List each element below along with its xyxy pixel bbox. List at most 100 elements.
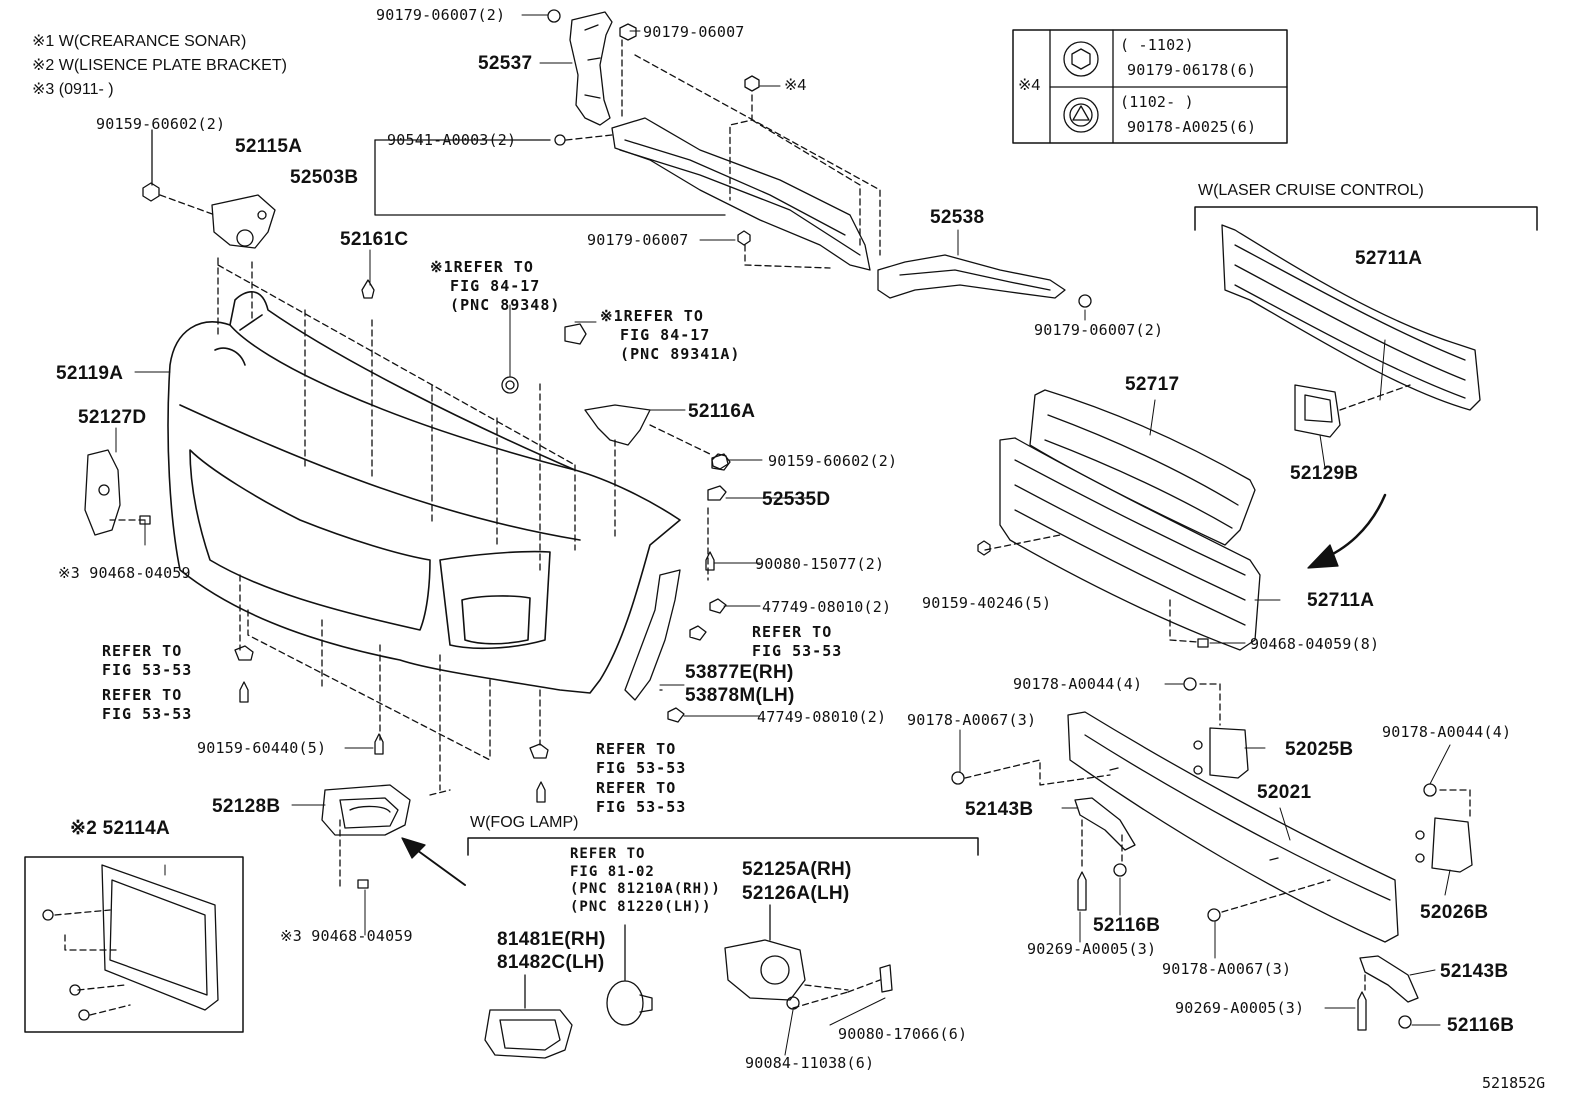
part-90269-A0005-a[interactable]: 90269-A0005(3) [1027,940,1157,958]
leader-52115A [159,194,216,216]
part-47749-08010-b[interactable]: 47749-08010(2) [757,708,887,726]
part-90179-06007-b[interactable]: 90179-06007 [587,231,689,249]
ref-fig-81-02[interactable]: REFER TO FIG 81-02 (PNC 81210A(RH)) (PNC… [570,846,721,915]
part-90178-A0067-b[interactable]: 90178-A0067(3) [1162,960,1292,978]
part-90468-04059-a[interactable]: ※3 90468-04059 [58,564,191,582]
license-plate-box [24,856,244,1033]
part-52127D[interactable]: 52127D [78,407,147,428]
part-90080-15077-2[interactable]: 90080-15077(2) [755,555,885,573]
bracket-52025B-drawing [1193,727,1249,779]
legend-row1-range: ( -1102) [1120,36,1194,54]
ref-fig-53-53-a[interactable]: REFER TO FIG 53-53 [752,623,843,660]
ref-fig-53-53-c[interactable]: REFER TO FIG 53-53 [102,686,193,723]
fog-lamp-bulb-drawing [606,924,653,1026]
ref-sonar-89348[interactable]: ※1REFER TO FIG 84-17 (PNC 89348) [430,258,561,314]
bumper-cover-52119A-drawing [167,291,681,694]
dashed-leaders-grille [984,534,1199,643]
part-90178-A0067-a[interactable]: 90178-A0067(3) [907,711,1037,729]
fastener-legend-box [1012,29,1288,144]
fog-section-bracket [467,837,979,856]
part-53877E[interactable]: 53877E(RH) [685,662,794,683]
part-52711A-top[interactable]: 52711A [1355,248,1423,269]
part-52128B[interactable]: 52128B [212,796,281,817]
part-90269-A0005-b[interactable]: 90269-A0005(3) [1175,999,1305,1017]
part-52126A[interactable]: 52126A(LH) [742,883,850,904]
part-90080-17066-6[interactable]: 90080-17066(6) [838,1025,968,1043]
part-52125A[interactable]: 52125A(RH) [742,859,852,880]
part-52116A[interactable]: 52116A [688,401,756,422]
part-90179-06007-2-top[interactable]: 90179-06007(2) [376,6,506,24]
part-90159-60602-2[interactable]: 90159-60602(2) [96,115,226,133]
part-52129B[interactable]: 52129B [1290,463,1359,484]
part-90541-A0003-2[interactable]: 90541-A0003(2) [387,131,517,149]
part-52025B[interactable]: 52025B [1285,739,1354,760]
note-date-range: ※3 (0911- ) [32,81,114,98]
legend-row2-range: (1102- ) [1120,93,1194,111]
note-license-plate-bracket: ※2 W(LISENCE PLATE BRACKET) [32,57,287,74]
part-90178-A0044-a[interactable]: 90178-A0044(4) [1013,675,1143,693]
dashed-leaders-bumper [109,257,709,891]
grille-52711A-lower-drawing [999,437,1261,651]
part-53878M[interactable]: 53878M(LH) [685,685,795,706]
section-fog-lamp: W(FOG LAMP) [470,814,579,831]
dashed-leaders-right [964,683,1471,991]
label-leaders [115,14,1451,1056]
part-90179-06007-a[interactable]: 90179-06007 [643,23,745,41]
part-81481E[interactable]: 81481E(RH) [497,929,606,950]
part-90159-60602-2b[interactable]: 90159-60602(2) [768,452,898,470]
bracket-52127D-drawing [84,449,121,536]
bracket-52115A-drawing [142,182,276,249]
leader-52129B [1339,384,1411,411]
part-52537[interactable]: 52537 [478,53,533,74]
part-52114A[interactable]: ※2 52114A [70,818,170,839]
part-52503B[interactable]: 52503B [290,167,359,188]
part-52116B-a[interactable]: 52116B [1093,915,1161,936]
part-52711A-lower[interactable]: 52711A [1307,590,1375,611]
arrow-fog-head [401,837,426,859]
part-90178-A0044-b[interactable]: 90178-A0044(4) [1382,723,1512,741]
grille-52711A-top-drawing [1221,224,1481,411]
part-81482C[interactable]: 81482C(LH) [497,952,605,973]
bracket-52026B-drawing [1415,817,1473,873]
diagram-id: 521852G [1482,1074,1546,1092]
reinforcement-52021-drawing [1067,711,1399,943]
fog-lamp-52125A-drawing [724,904,893,1010]
sensor-cover-52129B-drawing [1294,384,1341,438]
fog-bezel-52128B-drawing [321,784,411,836]
part-52538[interactable]: 52538 [930,207,985,228]
part-52119A[interactable]: 52119A [56,363,124,384]
part-52021[interactable]: 52021 [1257,782,1312,803]
leader-52116A [649,424,713,456]
dashed-leaders-top [565,39,881,269]
part-90468-04059-b[interactable]: ※3 90468-04059 [280,927,413,945]
ref-sonar-89341A[interactable]: ※1REFER TO FIG 84-17 (PNC 89341A) [600,307,741,363]
part-52115A[interactable]: 52115A [235,136,303,157]
part-90084-11038-6[interactable]: 90084-11038(6) [745,1054,875,1072]
part-47749-08010-a[interactable]: 47749-08010(2) [762,598,892,616]
part-52026B[interactable]: 52026B [1420,902,1489,923]
part-52143B-b[interactable]: 52143B [1440,961,1509,982]
part-90159-40246-5[interactable]: 90159-40246(5) [922,594,1052,612]
part-52143B-a[interactable]: 52143B [965,799,1034,820]
brackets-52143B-drawing [1074,797,1419,1003]
bracket-52116A-drawing [584,404,731,471]
part-mark-4: ※4 [784,77,807,94]
arrow-laser-head [1307,544,1339,569]
part-52161C[interactable]: 52161C [340,229,409,250]
ref-fig-53-53-d[interactable]: REFER TO FIG 53-53 [596,740,687,777]
ref-fig-53-53-e[interactable]: REFER TO FIG 53-53 [596,779,687,816]
part-90468-04059-8[interactable]: 90468-04059(8) [1250,635,1380,653]
retainer-53877E-drawing [624,569,681,701]
part-90179-06007-2-right[interactable]: 90179-06007(2) [1034,321,1164,339]
clip-90159-40246 [977,540,991,556]
bracket-52538-drawing [877,254,1092,308]
bracket-52537-drawing [547,9,637,126]
part-90159-60440-5[interactable]: 90159-60440(5) [197,739,327,757]
part-52116B-b[interactable]: 52116B [1447,1015,1515,1036]
ref-fig-53-53-b[interactable]: REFER TO FIG 53-53 [102,642,193,679]
note-clearance-sonar: ※1 W(CREARANCE SONAR) [32,33,247,50]
part-52717[interactable]: 52717 [1125,374,1180,395]
grille-52717-drawing [1029,389,1256,546]
part-52535D[interactable]: 52535D [762,489,831,510]
